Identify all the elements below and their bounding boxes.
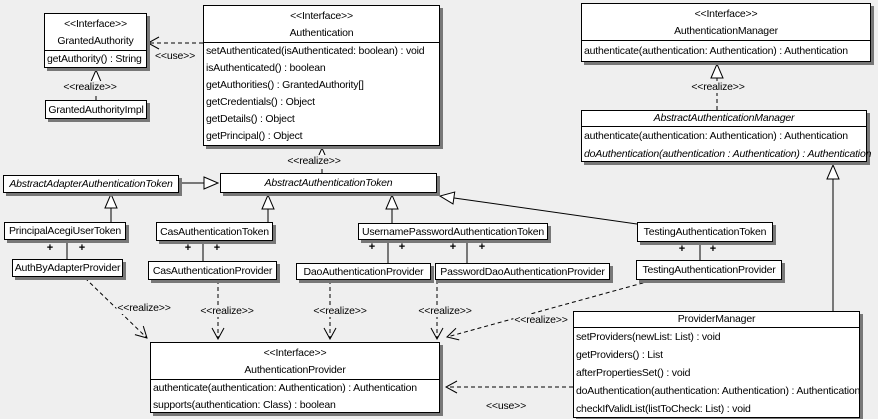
stereotype-label-realize: <<realize>>: [116, 302, 172, 314]
association-plus: +: [449, 241, 457, 253]
method: afterPropertiesSet() : void: [576, 367, 691, 379]
class-name: GrantedAuthorityImpl: [48, 103, 144, 116]
method: getAuthorities() : GrantedAuthority[]: [206, 79, 364, 91]
stereotype-label: <<Interface>>: [290, 10, 353, 22]
association-plus: +: [398, 241, 406, 253]
class-name: AuthByAdapterProvider: [14, 262, 121, 274]
class-name: CasAuthenticationToken: [160, 225, 269, 238]
class-name: PasswordDaoAuthenticationProvider: [440, 265, 605, 278]
stereotype-label-realize: <<realize>>: [513, 314, 569, 326]
class-name: Authentication: [289, 27, 354, 39]
method: supports(authentication: Class) : boolea…: [153, 398, 336, 411]
class-granted-authority-impl: GrantedAuthorityImpl: [45, 100, 147, 119]
class-name: GrantedAuthority: [57, 35, 134, 47]
class-name: TestingAuthenticationToken: [643, 226, 767, 238]
method: getAuthority() : String: [47, 53, 142, 65]
method: doAuthentication(authentication : Authen…: [584, 148, 872, 160]
class-testing-authentication-token: TestingAuthenticationToken: [637, 222, 773, 242]
class-abstract-adapter-authentication-token: AbstractAdapterAuthenticationToken: [3, 175, 179, 193]
class-name: ProviderManager: [677, 313, 756, 325]
class-name: AuthenticationManager: [674, 25, 778, 37]
association-plus: +: [46, 242, 54, 254]
stereotype-label-realize: <<realize>>: [312, 305, 368, 317]
class-name: UsernamePasswordAuthenticationToken: [361, 225, 545, 238]
class-name: AbstractAuthenticationToken: [264, 177, 393, 189]
stereotype-label-realize: <<realize>>: [62, 81, 118, 93]
class-password-dao-authentication-provider: PasswordDaoAuthenticationProvider: [435, 263, 610, 280]
method: setProviders(newList: List) : void: [576, 331, 721, 343]
stereotype-label: <<Interface>>: [64, 18, 127, 30]
class-principal-acegi-user-token: PrincipalAcegiUserToken: [4, 222, 126, 240]
class-cas-authentication-token: CasAuthenticationToken: [156, 222, 273, 241]
association-plus: +: [478, 241, 486, 253]
stereotype-label: <<Interface>>: [694, 8, 758, 20]
stereotype-label-realize: <<realize>>: [286, 155, 342, 167]
stereotype-label-use: <<use>>: [484, 400, 528, 412]
method: getProviders() : List: [576, 349, 663, 361]
class-name: CasAuthenticationProvider: [152, 264, 273, 277]
class-username-password-authentication-token: UsernamePasswordAuthenticationToken: [358, 223, 548, 240]
stereotype-label-use: <<use>>: [153, 50, 197, 62]
stereotype-label-realize: <<realize>>: [417, 305, 473, 317]
methods-compartment: setProviders(newList: List) : void getPr…: [574, 327, 861, 418]
generalization-testing-authentication-token: [440, 196, 638, 225]
class-cas-authentication-provider: CasAuthenticationProvider: [148, 261, 277, 280]
association-plus: +: [184, 242, 192, 254]
class-granted-authority: <<Interface>> GrantedAuthority getAuthor…: [44, 13, 147, 68]
class-testing-authentication-provider: TestingAuthenticationProvider: [636, 260, 782, 280]
method: getDetails() : Object: [206, 113, 295, 125]
method: doAuthentication(authentication: Authent…: [576, 385, 861, 397]
class-name: AbstractAdapterAuthenticationToken: [9, 178, 173, 190]
class-abstract-authentication-manager: AbstractAuthenticationManager authentica…: [581, 110, 872, 163]
class-provider-manager: ProviderManager setProviders(newList: Li…: [573, 311, 860, 418]
method: authenticate(authentication: Authenticat…: [584, 130, 848, 142]
class-auth-by-adapter-provider: AuthByAdapterProvider: [12, 259, 123, 277]
method: getPrincipal() : Object: [206, 130, 303, 142]
association-plus: +: [678, 243, 686, 255]
association-plus: +: [368, 241, 376, 253]
realize-testing-authentication-provider: [447, 280, 651, 337]
stereotype-label-realize: <<realize>>: [199, 305, 255, 317]
methods-compartment: setAuthenticated(isAuthenticated: boolea…: [204, 42, 439, 145]
method: checkIfValidList(listToCheck: List) : vo…: [576, 403, 751, 415]
association-plus: +: [709, 243, 717, 255]
class-name: TestingAuthenticationProvider: [642, 264, 776, 276]
method: setAuthenticated(isAuthenticated: boolea…: [206, 45, 425, 57]
class-name: AuthenticationProvider: [244, 364, 346, 376]
methods-compartment: authenticate(authentication: Authenticat…: [582, 40, 870, 61]
class-abstract-authentication-token: AbstractAuthenticationToken: [220, 173, 437, 193]
class-name: AbstractAuthenticationManager: [653, 112, 795, 124]
class-dao-authentication-provider: DaoAuthenticationProvider: [296, 263, 431, 280]
method: authenticate(authentication: Authenticat…: [153, 382, 417, 394]
class-header: <<Interface>> AuthenticationProvider: [151, 343, 439, 379]
class-name: PrincipalAcegiUserToken: [8, 225, 122, 237]
class-header: <<Interface>> GrantedAuthority: [45, 14, 146, 50]
class-authentication-manager: <<Interface>> AuthenticationManager auth…: [581, 3, 871, 62]
class-name: DaoAuthenticationProvider: [303, 265, 424, 278]
method: getCredentials() : Object: [206, 96, 315, 108]
method: isAuthenticated() : boolean: [206, 62, 326, 74]
methods-compartment: getAuthority() : String: [45, 50, 146, 68]
class-header: <<Interface>> Authentication: [204, 6, 439, 42]
class-authentication-provider: <<Interface>> AuthenticationProvider aut…: [150, 342, 440, 413]
class-header: AbstractAuthenticationManager: [582, 111, 866, 126]
stereotype-label-realize: <<realize>>: [690, 81, 746, 93]
class-header: <<Interface>> AuthenticationManager: [582, 4, 870, 40]
methods-compartment: authenticate(authentication: Authenticat…: [582, 126, 872, 163]
realize-auth-by-adapter-provider: [84, 277, 147, 338]
methods-compartment: authenticate(authentication: Authenticat…: [151, 379, 439, 413]
stereotype-label: <<Interface>>: [263, 347, 327, 359]
association-plus: +: [213, 242, 221, 254]
class-header: ProviderManager: [574, 312, 859, 327]
association-plus: +: [78, 242, 86, 254]
method: authenticate(authentication: Authenticat…: [584, 45, 848, 57]
class-authentication: <<Interface>> Authentication setAuthenti…: [203, 5, 440, 146]
